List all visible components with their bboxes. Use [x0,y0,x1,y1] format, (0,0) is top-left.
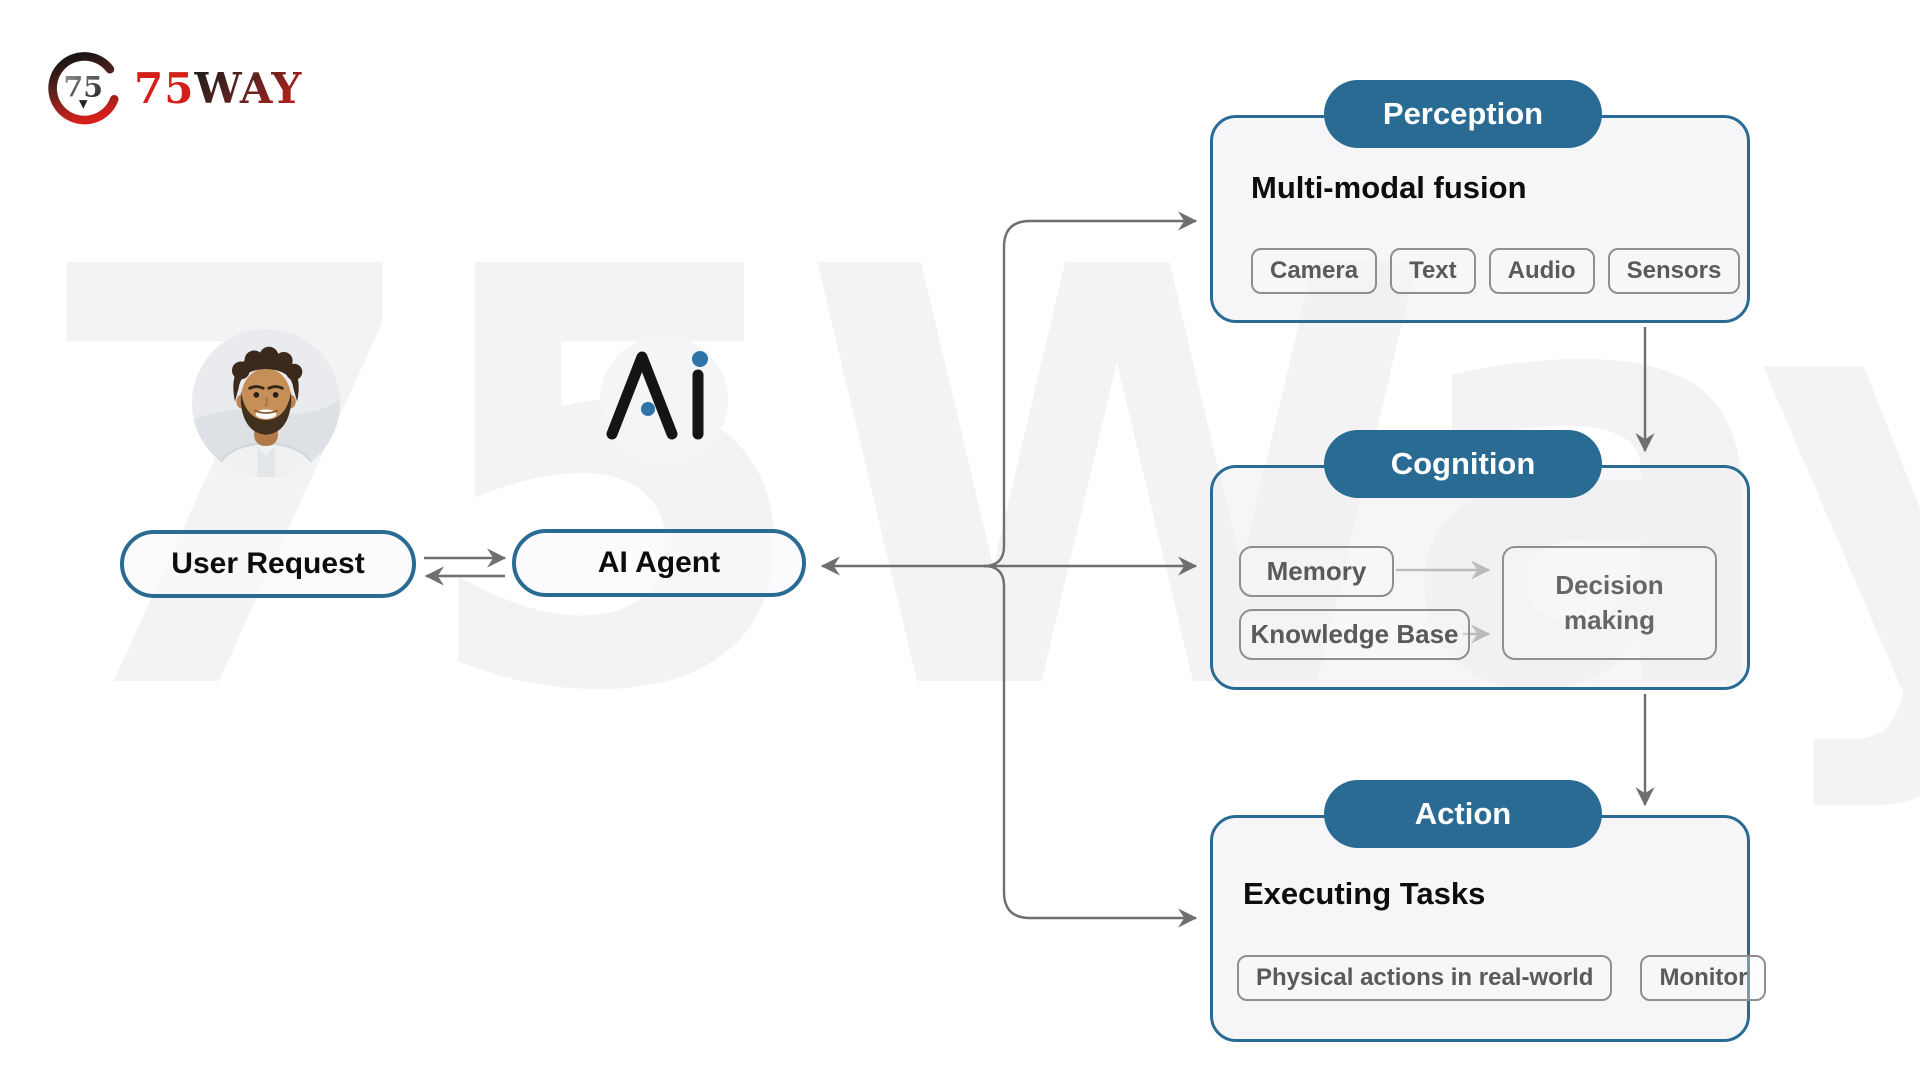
action-box: Action Executing Tasks Physical actions … [1210,780,1767,1042]
ai-logo [596,330,736,470]
tag-text: Text [1390,248,1476,294]
arrow-branch-to-action [983,564,1198,928]
ai-agent-node: AI Agent [512,529,806,597]
tag-physical-actions: Physical actions in real-world [1237,955,1613,1001]
user-request-label: User Request [171,547,365,580]
tag-audio: Audio [1488,248,1595,294]
action-tags: Physical actions in real-world Monitor [1237,955,1767,1001]
tag-camera: Camera [1251,248,1378,294]
perception-title: Multi-modal fusion [1251,170,1527,205]
tag-monitor: Monitor [1640,955,1767,1001]
perception-tags: Camera Text Audio Sensors [1251,248,1741,294]
brand-wordmark: 75WAY [134,68,302,110]
action-header: Action [1324,780,1602,848]
tag-sensors: Sensors [1607,248,1741,294]
brand-logo: 75 75WAY [42,44,302,134]
brand-wordmark-way: WAY [194,64,303,113]
svg-text:75: 75 [64,70,104,104]
perception-header: Perception [1324,80,1602,148]
ai-monogram-icon [600,336,728,464]
perception-box: Perception Multi-modal fusion Camera Tex… [1210,80,1750,323]
decision-making-node: Decision making [1502,546,1717,660]
brand-wordmark-75: 75 [134,64,195,113]
action-title: Executing Tasks [1243,876,1486,911]
memory-node: Memory [1239,546,1394,597]
user-request-node: User Request [120,530,416,598]
arrow-branch-to-perception [983,211,1198,568]
user-avatar-photo-icon [192,329,340,477]
user-avatar [192,329,340,477]
knowledge-base-node: Knowledge Base [1239,609,1470,660]
brand-emblem-icon: 75 [48,52,119,125]
ai-agent-label: AI Agent [597,546,721,579]
cognition-box: Cognition Memory Knowledge Base Decision… [1210,430,1750,690]
cognition-header: Cognition [1324,430,1602,498]
